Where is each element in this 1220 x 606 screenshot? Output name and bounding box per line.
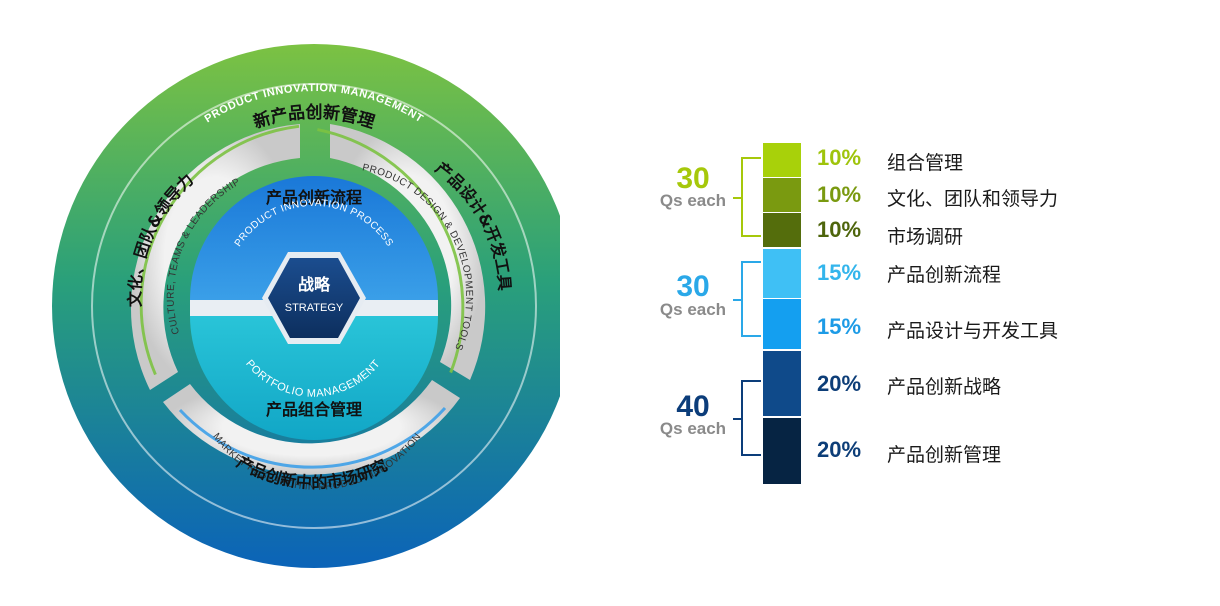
bracket-group-2 — [733, 261, 761, 337]
item-label-2: 文化、团队和领导力 — [887, 188, 1059, 210]
legend-segment-7 — [763, 418, 801, 484]
legend-segment-2 — [763, 178, 801, 212]
item-label-7: 产品创新管理 — [887, 444, 1002, 466]
item-percent-3: 10% — [817, 217, 862, 242]
grey-segments — [130, 124, 486, 475]
legend-segment-1 — [763, 143, 801, 177]
process-band — [190, 176, 438, 300]
legend-segment-6 — [763, 351, 801, 416]
legend-segment-3 — [763, 213, 801, 247]
strategy-label-en: STRATEGY — [285, 302, 344, 314]
item-label-5: 产品设计与开发工具 — [887, 320, 1059, 342]
item-label-3: 市场调研 — [887, 226, 964, 248]
group-count-3: 40 — [676, 390, 710, 423]
bracket-group-3 — [733, 380, 761, 456]
portfolio-label-cn: 产品组合管理 — [266, 400, 362, 419]
bracket-group-1 — [733, 157, 761, 237]
strategy-hexagon — [268, 258, 360, 338]
group-each-2: Qs each — [659, 300, 727, 319]
group-count-1: 30 — [676, 162, 710, 195]
item-percent-2: 10% — [817, 182, 862, 207]
portfolio-band — [190, 316, 438, 440]
item-percent-1: 10% — [817, 145, 862, 170]
legend-segment-5 — [763, 299, 801, 349]
item-percent-4: 15% — [817, 260, 862, 285]
legend-segment-4 — [763, 249, 801, 298]
process-label-cn: 产品创新流程 — [266, 188, 362, 207]
item-label-6: 产品创新战略 — [887, 376, 1002, 398]
group-each-3: Qs each — [659, 419, 727, 438]
strategy-label-cn: 战略 — [298, 275, 331, 294]
item-percent-6: 20% — [817, 371, 862, 396]
item-label-1: 组合管理 — [887, 152, 964, 174]
group-each-1: Qs each — [659, 191, 727, 210]
item-label-4: 产品创新流程 — [887, 264, 1002, 286]
group-count-2: 30 — [676, 270, 710, 303]
item-percent-7: 20% — [817, 437, 862, 462]
innovation-wheel: PRODUCT INNOVATION MANAGEMENT 新产品创新管理 CU… — [52, 44, 560, 568]
item-percent-5: 15% — [817, 314, 862, 339]
